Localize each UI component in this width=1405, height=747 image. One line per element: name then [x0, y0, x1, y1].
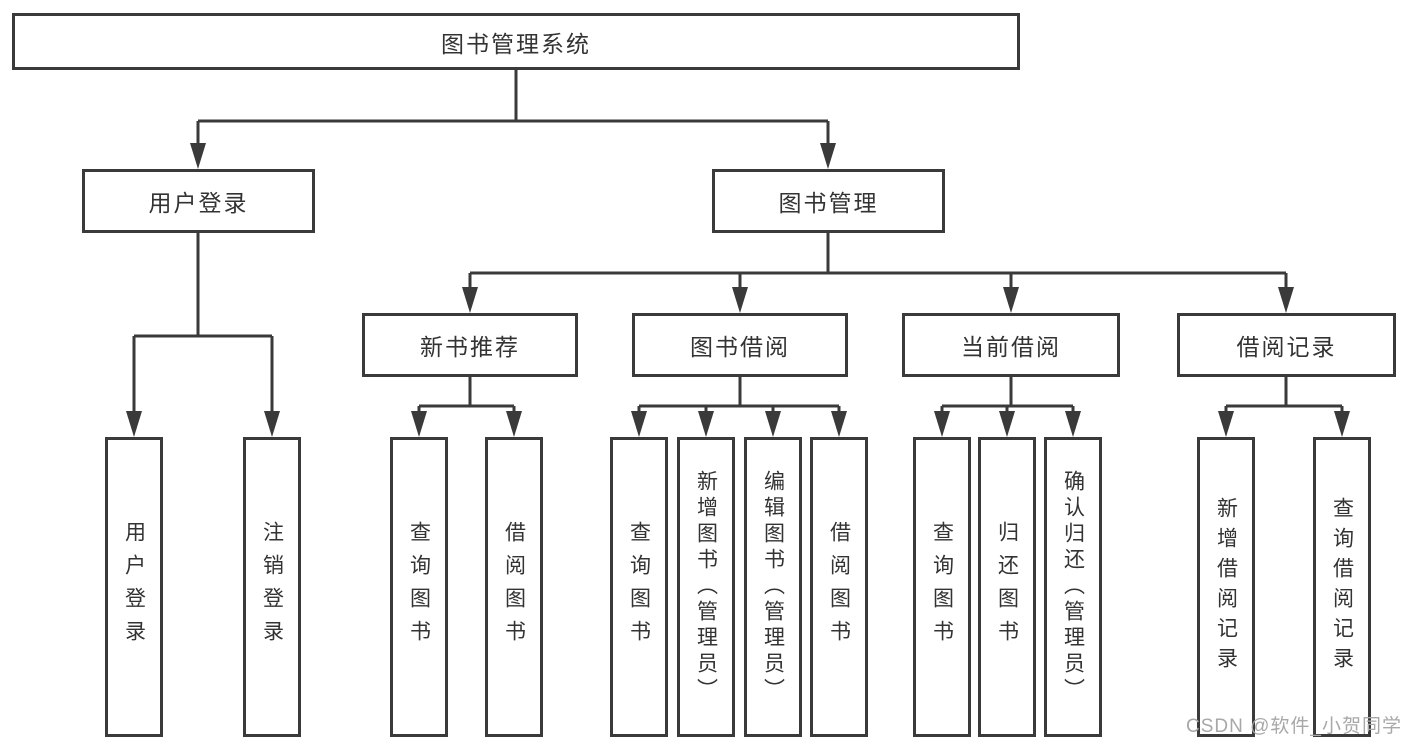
- arrow-down-icon: [698, 411, 714, 437]
- connector-currentborrow-to-leaves: [940, 377, 1075, 412]
- arrow-down-icon: [631, 411, 647, 437]
- watermark: CSDN @软件_小贺同学: [1186, 716, 1402, 737]
- leaf-label: 新增借阅记录: [1214, 497, 1238, 677]
- connector-bookborrow-to-leaves: [637, 377, 841, 412]
- node-current-borrow: 当前借阅: [902, 313, 1120, 377]
- node-label: 图书管理: [778, 190, 879, 216]
- arrow-down-icon: [732, 287, 748, 313]
- leaf-label: 用户登录: [122, 521, 146, 653]
- leaf-label: 注销登录: [260, 521, 284, 653]
- arrow-down-icon: [190, 143, 206, 169]
- arrow-down-icon: [506, 411, 522, 437]
- leaf-label: 新增图书（管理员）: [694, 470, 718, 704]
- leaf-label: 查询图书: [627, 521, 651, 653]
- leaf-query-books-current: 查询图书: [913, 437, 971, 737]
- leaf-return-books: 归还图书: [978, 437, 1036, 737]
- leaf-label: 归还图书: [995, 521, 1019, 653]
- leaf-user-login: 用户登录: [105, 437, 163, 737]
- leaf-edit-books-admin: 编辑图书（管理员）: [744, 437, 802, 737]
- connector-bookmgmt-to-level3: [468, 233, 1288, 289]
- leaf-label: 编辑图书（管理员）: [761, 470, 785, 704]
- arrow-down-icon: [765, 411, 781, 437]
- connector-newbook-to-leaves: [417, 377, 516, 412]
- leaf-borrow-books-recommend: 借阅图书: [485, 437, 543, 737]
- leaf-logout: 注销登录: [243, 437, 301, 737]
- node-borrow-records: 借阅记录: [1177, 313, 1396, 377]
- arrow-down-icon: [1334, 411, 1350, 437]
- arrow-down-icon: [1218, 411, 1234, 437]
- arrow-down-icon: [1278, 287, 1294, 313]
- arrow-down-icon: [462, 287, 478, 313]
- leaf-label: 查询图书: [407, 521, 431, 653]
- leaf-add-borrow-record: 新增借阅记录: [1197, 437, 1255, 737]
- arrow-down-icon: [411, 411, 427, 437]
- arrow-down-icon: [999, 411, 1015, 437]
- node-label: 借阅记录: [1236, 334, 1337, 360]
- arrow-down-icon: [264, 411, 280, 437]
- node-new-book-recommend: 新书推荐: [362, 313, 578, 377]
- connector-borrowrecords-to-leaves: [1224, 377, 1344, 412]
- node-book-borrow: 图书借阅: [632, 313, 848, 377]
- leaf-borrow-books: 借阅图书: [810, 437, 868, 737]
- arrow-down-icon: [831, 411, 847, 437]
- node-label: 新书推荐: [420, 334, 520, 360]
- leaf-label: 确认归还（管理员）: [1061, 470, 1085, 704]
- connector-userlogin-to-leaves: [132, 233, 274, 412]
- node-root-library-system: 图书管理系统: [12, 13, 1020, 70]
- node-book-management: 图书管理: [712, 169, 945, 233]
- leaf-add-books-admin: 新增图书（管理员）: [677, 437, 735, 737]
- leaf-query-books-borrow: 查询图书: [610, 437, 668, 737]
- node-label: 图书管理系统: [441, 30, 591, 57]
- leaf-confirm-return-admin: 确认归还（管理员）: [1044, 437, 1102, 737]
- node-label: 图书借阅: [690, 334, 790, 360]
- node-label: 当前借阅: [961, 334, 1061, 360]
- leaf-label: 借阅图书: [502, 521, 526, 653]
- arrow-down-icon: [126, 411, 142, 437]
- arrow-down-icon: [820, 143, 836, 169]
- leaf-label: 查询图书: [930, 521, 954, 653]
- arrow-down-icon: [1003, 287, 1019, 313]
- node-label: 用户登录: [148, 190, 249, 216]
- connector-root-to-level2: [196, 70, 830, 144]
- leaf-query-books-recommend: 查询图书: [390, 437, 448, 737]
- arrow-down-icon: [934, 411, 950, 437]
- leaf-label: 借阅图书: [827, 521, 851, 653]
- leaf-query-borrow-record: 查询借阅记录: [1313, 437, 1371, 737]
- arrow-down-icon: [1065, 411, 1081, 437]
- node-user-login: 用户登录: [82, 169, 315, 233]
- leaf-label: 查询借阅记录: [1330, 497, 1354, 677]
